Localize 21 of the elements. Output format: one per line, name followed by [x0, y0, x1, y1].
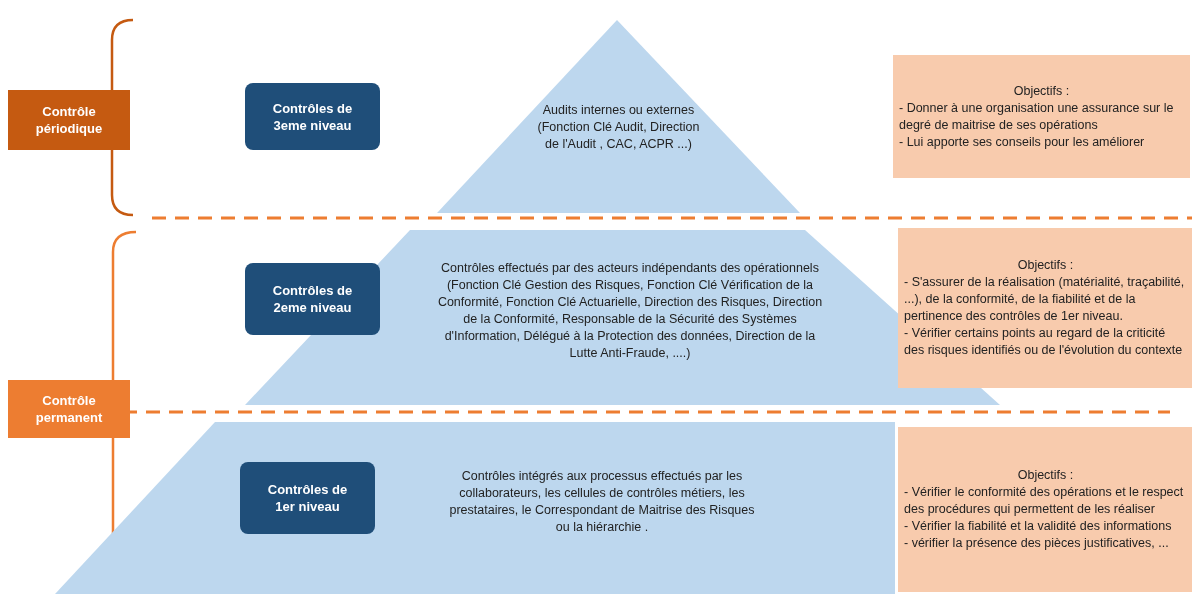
objectives-panel — [898, 228, 1192, 388]
objective-item: - S'assurer de la réalisation (matérialité, traçabilité, ...), de la conformité, de la fiabilité et de la pertinence des contrôles de 1er niveau. — [904, 274, 1186, 325]
objective-item: - Vérifier la fiabilité et la validité des informations — [904, 518, 1173, 535]
level-box: Contrôles de 3eme niveau — [245, 83, 380, 150]
objectives-panel — [893, 55, 1190, 178]
level-box: Contrôles de 1er niveau — [240, 462, 375, 534]
objective-item: - Lui apporte ses conseils pour les améliorer — [899, 133, 1146, 151]
objectives-heading: Objectifs : — [1012, 82, 1071, 100]
tier-description: Audits internes ou externes (Fonction Clé Audit, Direction de l'Audit , CAC, ACPR ...) — [537, 102, 700, 153]
group-label: Contrôle périodique — [8, 90, 130, 150]
group-label: Contrôle permanent — [8, 380, 130, 438]
level-box: Contrôles de 2eme niveau — [245, 263, 380, 335]
objective-item: - Donner à une organisation une assurance sur le degré de maitrise de ses opérations — [899, 99, 1175, 134]
objectives-heading: Objectifs : — [1016, 257, 1075, 274]
objective-item: - Vérifier certains points au regard de la criticité des risques identifiés ou de l'évolution du contexte — [904, 325, 1184, 359]
tier-description: Contrôles intégrés aux processus effectués par les collaborateurs, les cellules de contrôles métiers, les prestataires, le Correspondant de Maitrise des Risques ou la hiérarchie . — [448, 468, 756, 536]
objective-item: - Vérifier le conformité des opérations et le respect des procédures qui permettent de les réaliser — [904, 484, 1185, 518]
objectives-heading: Objectifs : — [1016, 467, 1075, 484]
objectives-panel — [898, 427, 1192, 592]
objective-item: - vérifier la présence des pièces justificatives, ... — [904, 535, 1170, 552]
tier-description: Contrôles effectués par des acteurs indépendants des opérationnels (Fonction Clé Gestion des Risques, Fonction Clé Vérification de la Conformité, Fonction Clé Actuarielle, Direction des Risques, Direction de la Conformité, Responsable de la Sécurité des Systèmes d'Information, Délégué à la Protection des données, Direction de la Lutte Anti-Fraude, ....) — [436, 260, 824, 362]
